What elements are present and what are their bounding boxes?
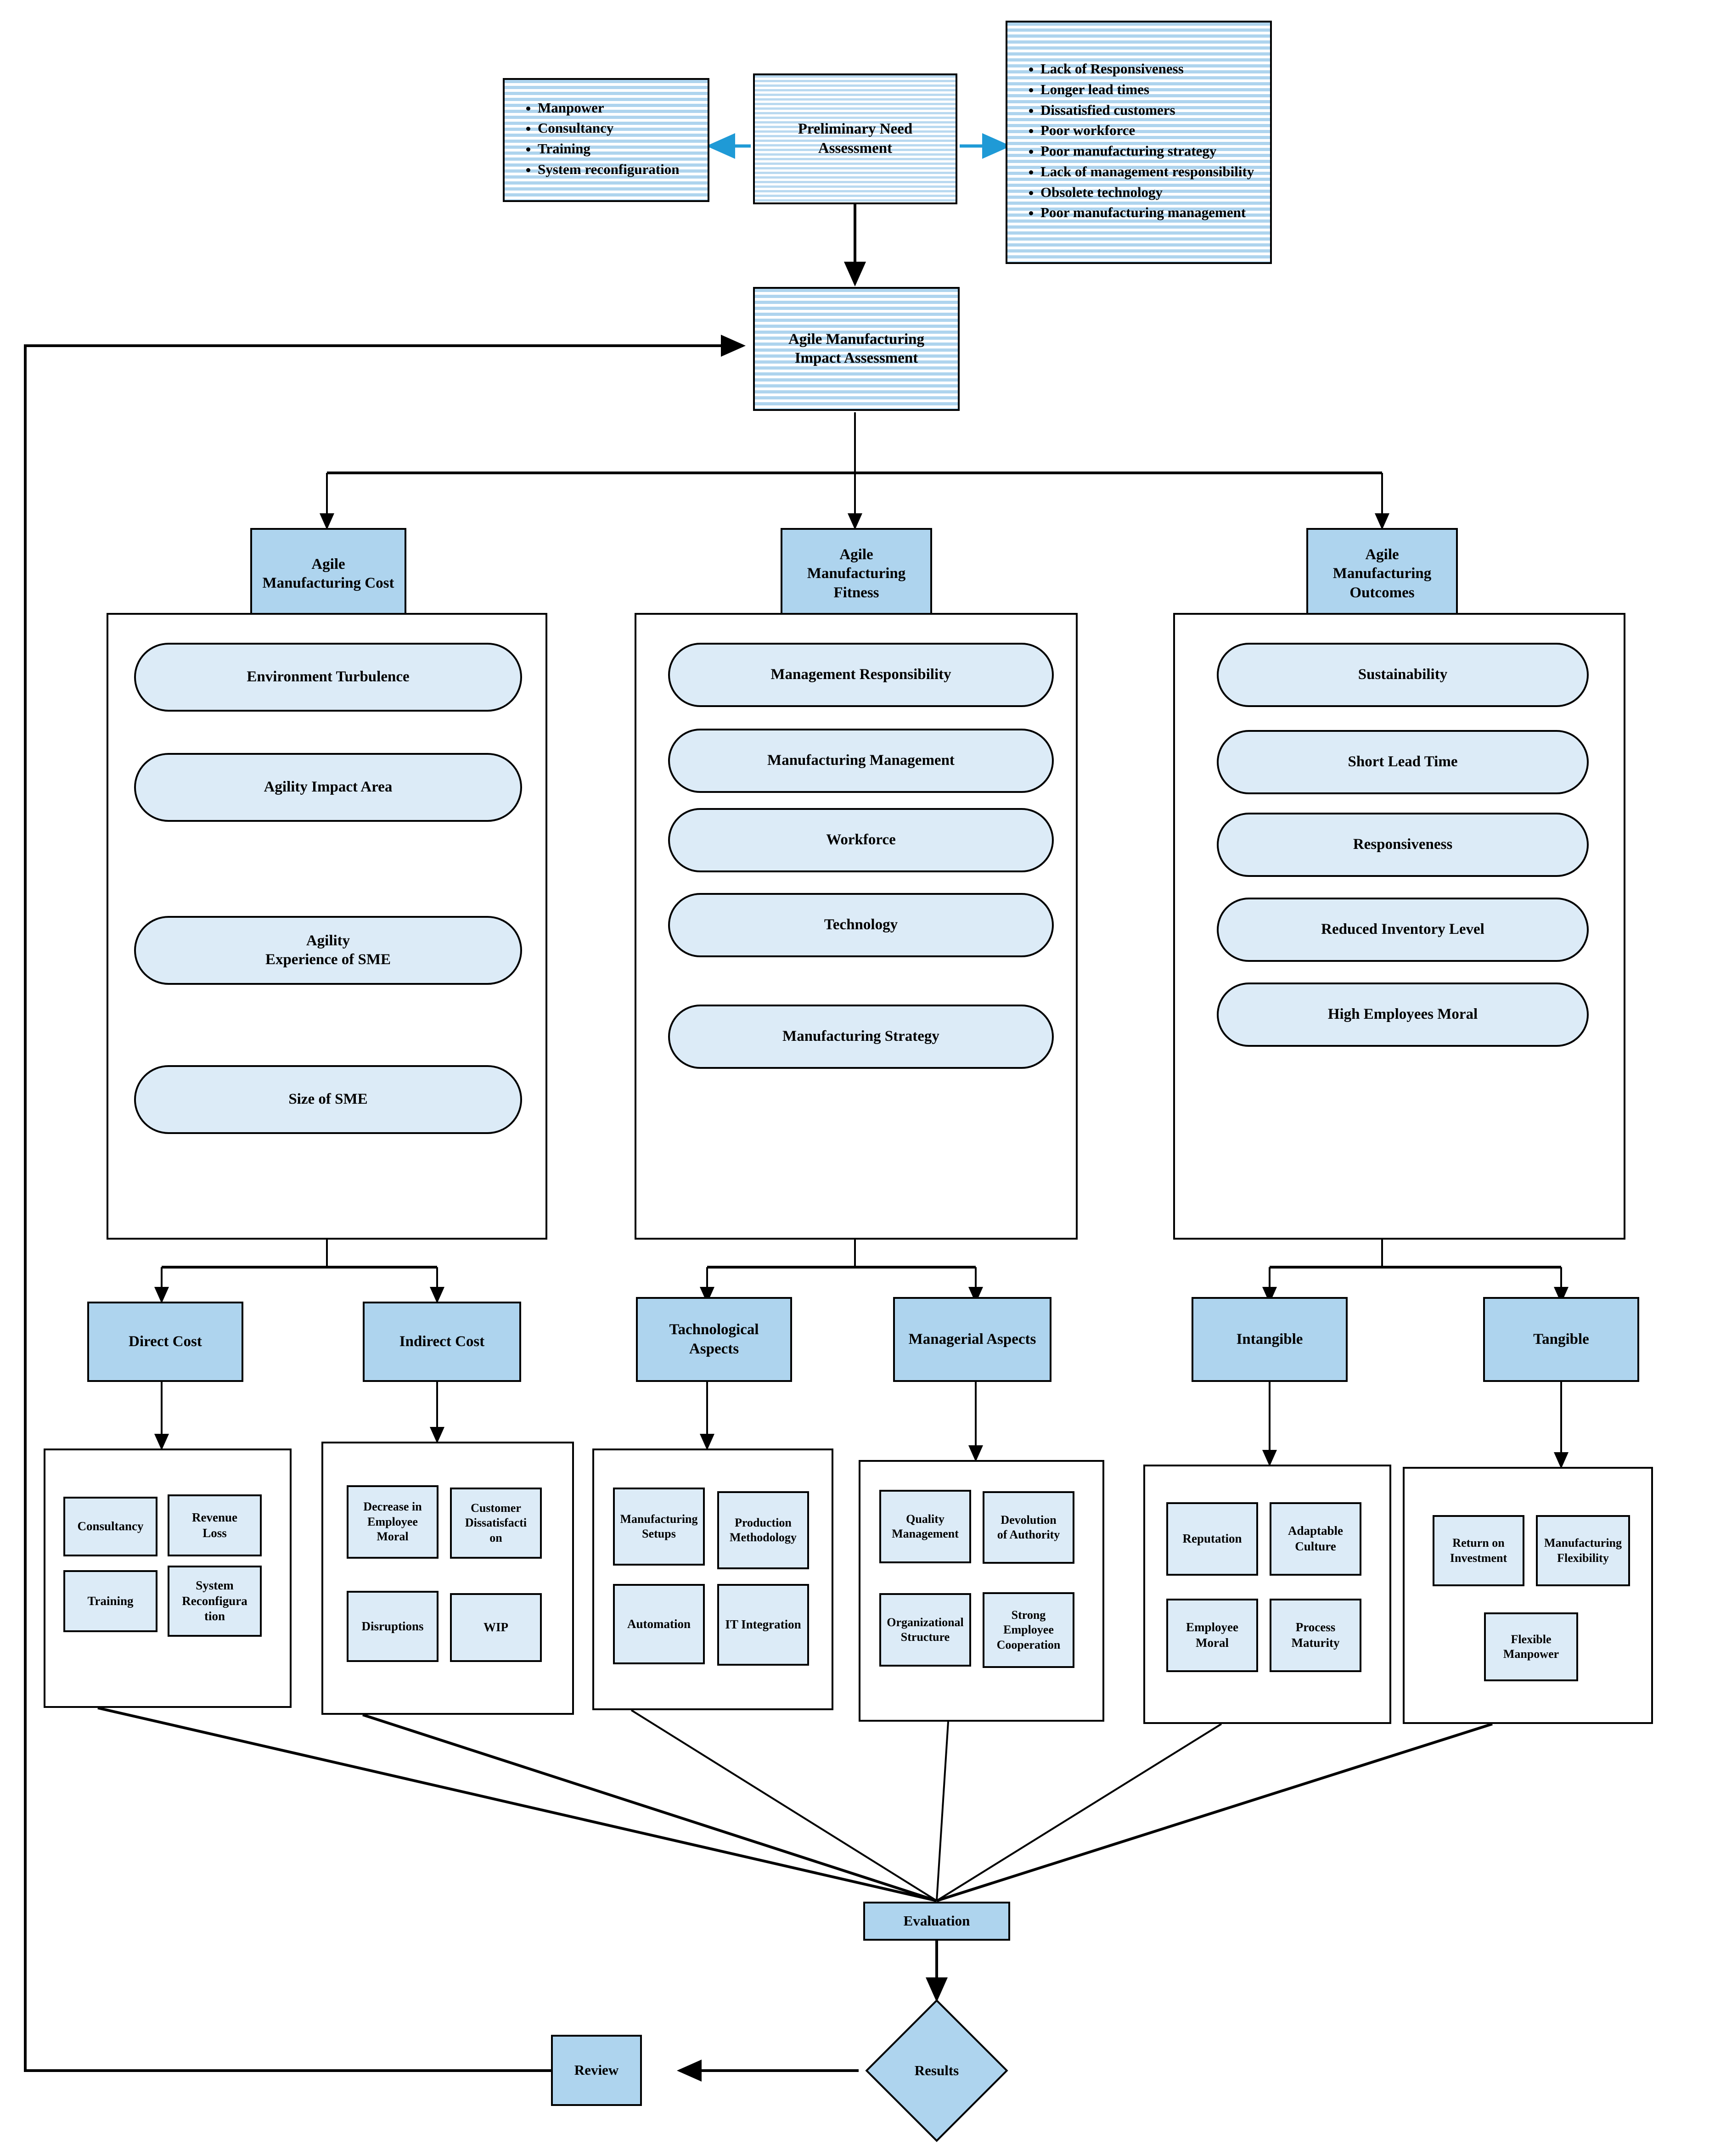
problem-symptoms-list: Lack of ResponsivenessLonger lead timesD… <box>1007 54 1270 231</box>
criterion-technology[interactable]: Technology <box>668 893 1054 957</box>
list-item: Manpower <box>538 99 699 117</box>
list-item: Poor manufacturing strategy <box>1040 142 1262 160</box>
leaf-decrease-in-employee-moral[interactable]: Decrease in Employee Moral <box>347 1485 439 1559</box>
subcategory-managerial-aspects[interactable]: Managerial Aspects <box>893 1297 1051 1382</box>
leaf-organizational-structure[interactable]: Organizational Structure <box>879 1593 971 1667</box>
criterion-management-responsibility[interactable]: Management Responsibility <box>668 643 1054 707</box>
list-item: Lack of Responsiveness <box>1040 60 1262 78</box>
leaf-revenue-loss[interactable]: Revenue Loss <box>168 1494 262 1556</box>
leaf-employee-moral[interactable]: Employee Moral <box>1166 1599 1258 1672</box>
criterion-workforce[interactable]: Workforce <box>668 808 1054 872</box>
list-item: Lack of management responsibility <box>1040 163 1262 181</box>
criterion-short-lead-time[interactable]: Short Lead Time <box>1217 730 1589 794</box>
agile-manufacturing-impact-assessment-box[interactable]: Agile Manufacturing Impact Assessment <box>753 287 960 411</box>
criterion-responsiveness[interactable]: Responsiveness <box>1217 813 1589 877</box>
leaf-system-reconfiguration[interactable]: System Reconfigura tion <box>168 1566 262 1637</box>
leaf-it-integration[interactable]: IT Integration <box>717 1584 809 1666</box>
criterion-environment-turbulence[interactable]: Environment Turbulence <box>134 643 522 712</box>
criterion-manufacturing-management[interactable]: Manufacturing Management <box>668 729 1054 793</box>
leaf-reputation[interactable]: Reputation <box>1166 1502 1258 1576</box>
results-decision[interactable]: Results <box>865 1999 1008 2142</box>
results-label: Results <box>914 2062 959 2078</box>
evaluation-box[interactable]: Evaluation <box>863 1902 1010 1941</box>
list-item: Obsolete technology <box>1040 184 1262 202</box>
category-agile-manufacturing-cost[interactable]: Agile Manufacturing Cost <box>250 528 406 620</box>
subcategory-intangible[interactable]: Intangible <box>1192 1297 1348 1382</box>
leaf-consultancy[interactable]: Consultancy <box>63 1497 157 1556</box>
leaf-process-maturity[interactable]: Process Maturity <box>1270 1599 1361 1672</box>
subcategory-tangible[interactable]: Tangible <box>1483 1297 1639 1382</box>
leaf-devolution-of-authority[interactable]: Devolution of Authority <box>983 1491 1074 1564</box>
list-item: Longer lead times <box>1040 81 1262 99</box>
criterion-agility-impact-area[interactable]: Agility Impact Area <box>134 753 522 822</box>
preliminary-need-assessment-box[interactable]: Preliminary Need Assessment <box>753 73 957 204</box>
subcategory-direct-cost[interactable]: Direct Cost <box>87 1302 243 1382</box>
list-item: Training <box>538 140 699 158</box>
leaf-quality-management[interactable]: Quality Management <box>879 1490 971 1563</box>
preliminary-actions-list: ManpowerConsultancyTrainingSystem reconf… <box>505 93 708 188</box>
criterion-agility-experience-of-sme[interactable]: Agility Experience of SME <box>134 916 522 985</box>
leaf-wip[interactable]: WIP <box>450 1593 542 1662</box>
list-item: Poor workforce <box>1040 122 1262 140</box>
tangible-items-group <box>1403 1467 1653 1724</box>
review-box[interactable]: Review <box>551 2035 642 2106</box>
leaf-flexible-manpower[interactable]: Flexible Manpower <box>1484 1612 1578 1681</box>
leaf-training[interactable]: Training <box>63 1570 157 1632</box>
problem-symptoms-box: Lack of ResponsivenessLonger lead timesD… <box>1006 21 1272 264</box>
leaf-production-methodology[interactable]: Production Methodology <box>717 1491 809 1569</box>
list-item: Dissatisfied customers <box>1040 101 1262 119</box>
criterion-reduced-inventory-level[interactable]: Reduced Inventory Level <box>1217 898 1589 962</box>
leaf-strong-employee-cooperation[interactable]: Strong Employee Cooperation <box>983 1592 1074 1668</box>
leaf-manufacturing-setups[interactable]: Manufacturing Setups <box>613 1488 705 1566</box>
leaf-manufacturing-flexibility[interactable]: Manufacturing Flexibility <box>1536 1515 1630 1586</box>
preliminary-actions-box: ManpowerConsultancyTrainingSystem reconf… <box>503 78 709 202</box>
list-item: Poor manufacturing management <box>1040 204 1262 222</box>
subcategory-indirect-cost[interactable]: Indirect Cost <box>363 1302 521 1382</box>
list-item: Consultancy <box>538 119 699 137</box>
leaf-automation[interactable]: Automation <box>613 1584 705 1664</box>
leaf-return-on-investment[interactable]: Return on Investment <box>1433 1515 1524 1586</box>
criterion-sustainability[interactable]: Sustainability <box>1217 643 1589 707</box>
criterion-size-of-sme[interactable]: Size of SME <box>134 1065 522 1134</box>
criterion-manufacturing-strategy[interactable]: Manufacturing Strategy <box>668 1005 1054 1069</box>
criterion-high-employees-moral[interactable]: High Employees Moral <box>1217 983 1589 1047</box>
preliminary-actions-items: ManpowerConsultancyTrainingSystem reconf… <box>517 99 699 179</box>
wire-convergence <box>97 1707 1493 1902</box>
leaf-disruptions[interactable]: Disruptions <box>347 1591 439 1662</box>
leaf-adaptable-culture[interactable]: Adaptable Culture <box>1270 1502 1361 1576</box>
problem-symptoms-items: Lack of ResponsivenessLonger lead timesD… <box>1019 60 1262 222</box>
list-item: System reconfiguration <box>538 161 699 179</box>
category-agile-manufacturing-fitness[interactable]: Agile Manufacturing Fitness <box>781 528 932 620</box>
leaf-customer-dissatisfaction[interactable]: Customer Dissatisfacti on <box>450 1488 542 1559</box>
indirect-cost-items-group <box>321 1442 574 1715</box>
category-agile-manufacturing-outcomes[interactable]: Agile Manufacturing Outcomes <box>1306 528 1458 620</box>
subcategory-tachnological-aspects[interactable]: Tachnological Aspects <box>636 1297 792 1382</box>
